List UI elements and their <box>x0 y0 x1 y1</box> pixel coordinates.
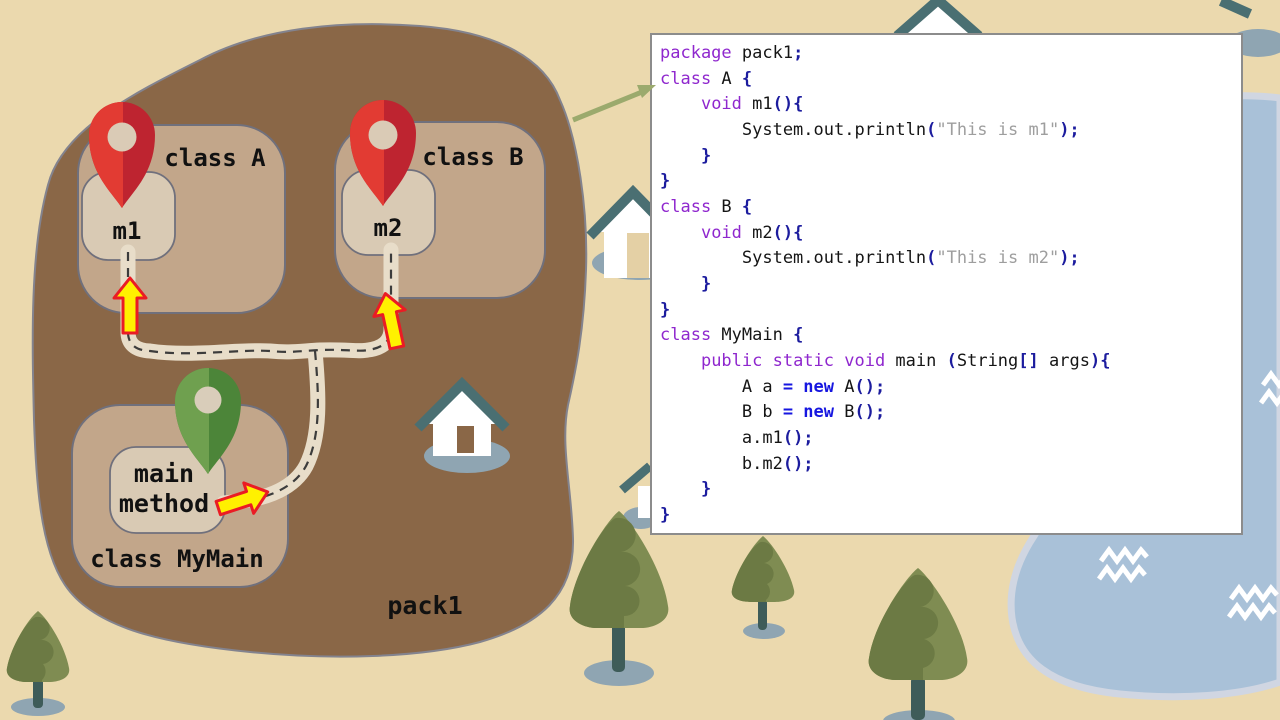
code-line: void m2(){ <box>700 222 804 243</box>
tree-icon-right <box>868 568 968 720</box>
m1-label: m1 <box>113 217 142 245</box>
pond-wave-icon <box>1258 369 1280 408</box>
code-line: A a = new A(); <box>660 376 886 397</box>
package-label: pack1 <box>387 591 462 620</box>
code-line: } <box>660 504 671 525</box>
main-method-label-line2: method <box>119 489 209 518</box>
class-b-label: class B <box>422 143 523 171</box>
tree-icon-small <box>731 536 795 639</box>
code-line: public static void main (String[] args){ <box>700 350 1111 371</box>
house-icon-top <box>893 0 983 40</box>
house-icon-island <box>414 376 510 473</box>
map-pin-green-icon-main <box>175 368 241 474</box>
code-line: } <box>660 299 671 320</box>
class-a-label: class A <box>164 144 266 172</box>
yellow-arrow-icon-m2 <box>372 292 407 351</box>
code-line: } <box>700 145 712 166</box>
code-line: class MyMain { <box>660 325 804 346</box>
main-method-label-line1: main <box>134 459 194 488</box>
map-pin-red-icon-m1 <box>89 102 155 208</box>
code-line: } <box>660 171 671 192</box>
code-line: a.m1(); <box>660 427 814 448</box>
code-line: package pack1; <box>660 43 804 63</box>
map-pin-red-icon-m2 <box>350 100 416 206</box>
yellow-arrow-icon-main <box>214 481 270 517</box>
class-mymain-label: class MyMain <box>90 545 263 573</box>
route-main-branch-dashes <box>223 350 319 505</box>
main-method-box <box>109 446 226 534</box>
tree-icon-bottom-left <box>6 611 70 716</box>
m2-label: m2 <box>374 214 403 242</box>
code-line: System.out.println("This is m1"); <box>660 119 1080 140</box>
code-line: class B { <box>660 196 753 217</box>
code-line: b.m2(); <box>660 453 814 474</box>
tree-icon-center <box>569 511 669 686</box>
code-line: } <box>700 479 712 500</box>
code-line: B b = new B(); <box>660 402 886 423</box>
code-panel: package pack1; class A { void m1(){ Syste… <box>650 33 1243 535</box>
pond-wave-icon <box>1096 545 1149 584</box>
pond-wave-icon <box>1226 583 1279 622</box>
code-line: System.out.println("This is m2"); <box>660 248 1080 269</box>
code-line: void m1(){ <box>700 94 804 115</box>
code-line: class A { <box>660 68 753 89</box>
route-m1-m2-dashes <box>126 250 393 355</box>
yellow-arrow-icon-m1 <box>112 276 148 335</box>
code-line: } <box>700 273 712 294</box>
